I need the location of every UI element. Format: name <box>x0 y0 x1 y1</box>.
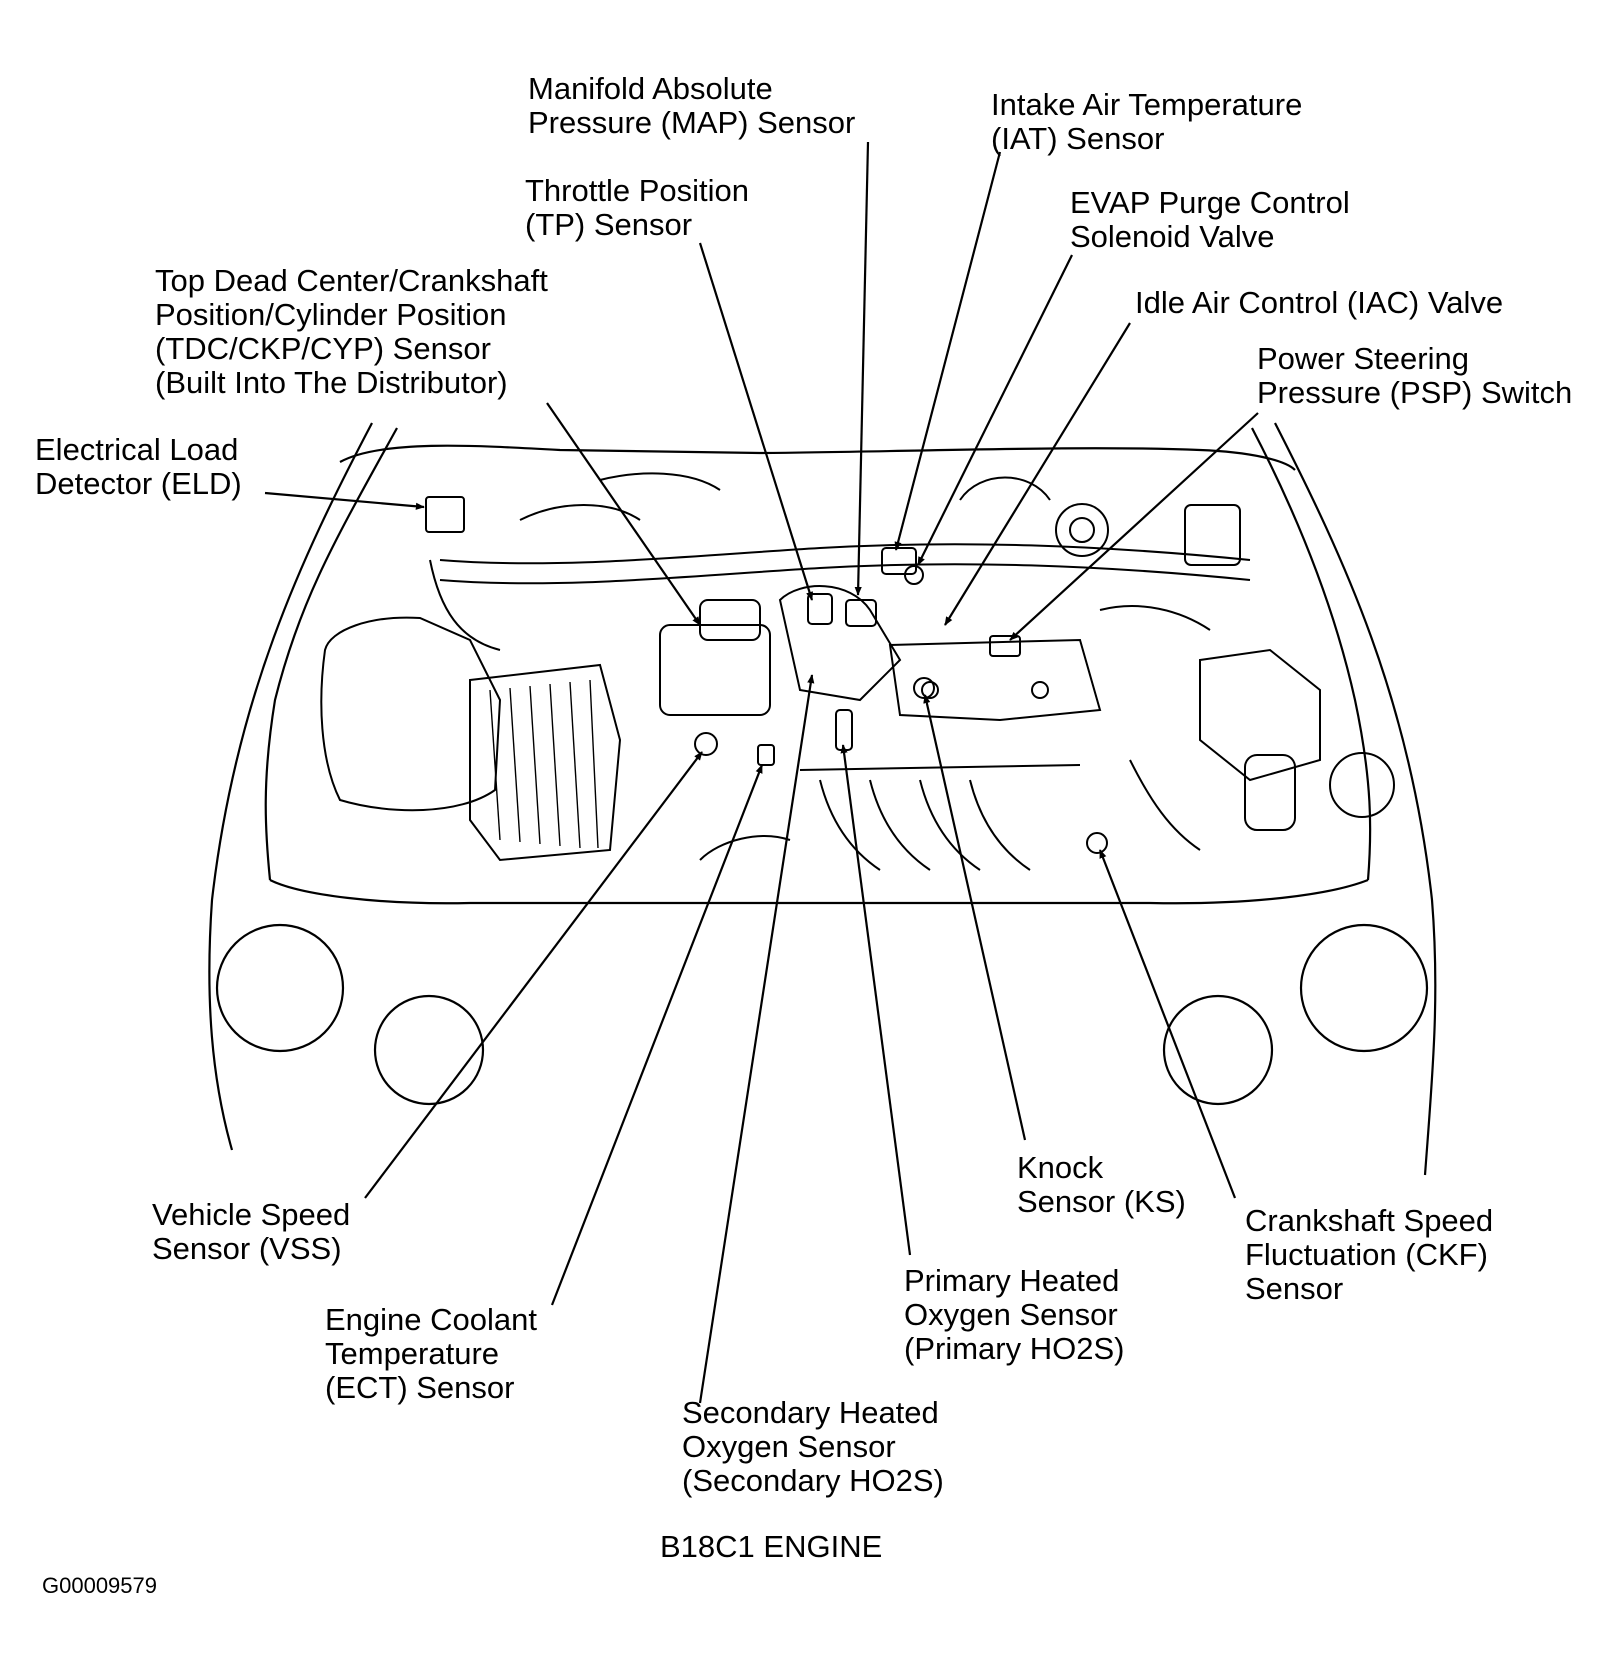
diagram-title: B18C1 ENGINE <box>660 1529 883 1564</box>
leader-ks <box>923 694 1027 1141</box>
label-line: Fluctuation (CKF) <box>1245 1237 1488 1272</box>
leader-ckf <box>1098 849 1237 1199</box>
leader-psp <box>1009 412 1259 641</box>
label-line: Idle Air Control (IAC) Valve <box>1135 285 1504 320</box>
car-body-outline <box>208 422 1437 1176</box>
label-line: Sensor <box>1245 1271 1344 1306</box>
leader-tdc <box>546 402 701 626</box>
label-line: (Primary HO2S) <box>904 1331 1125 1366</box>
label-line: (TP) Sensor <box>525 207 693 242</box>
label-line: Electrical Load <box>35 432 239 467</box>
label-line: Vehicle Speed <box>152 1197 351 1232</box>
label-line: Secondary Heated <box>682 1395 939 1430</box>
label-line: Top Dead Center/Crankshaft <box>155 263 548 298</box>
label-line: Temperature <box>325 1336 500 1371</box>
label-line: Oxygen Sensor <box>904 1297 1118 1332</box>
label-line: Position/Cylinder Position <box>155 297 507 332</box>
leader-iat <box>894 151 1002 551</box>
leader-iac <box>944 322 1131 626</box>
engine-components <box>320 472 1395 871</box>
label-line: Sensor (VSS) <box>152 1231 342 1266</box>
label-line: Power Steering <box>1257 341 1469 376</box>
leader-pho2s <box>840 744 912 1256</box>
label-line: Detector (ELD) <box>35 466 242 501</box>
label-line: Sensor (KS) <box>1017 1184 1186 1219</box>
leader-tp <box>698 242 814 601</box>
label-line: Solenoid Valve <box>1070 219 1275 254</box>
air-cleaner-ribs <box>489 679 599 849</box>
label-line: Crankshaft Speed <box>1245 1203 1494 1238</box>
label-line: (Built Into The Distributor) <box>155 365 508 400</box>
leader-lines <box>264 141 1259 1404</box>
figure-id: G00009579 <box>42 1573 157 1598</box>
leader-evap <box>917 254 1073 566</box>
label-line: (TDC/CKP/CYP) Sensor <box>155 331 491 366</box>
leader-map <box>854 141 870 596</box>
label-line: Throttle Position <box>525 173 749 208</box>
label-iac-valve: Idle Air Control (IAC) Valve <box>1135 286 1503 320</box>
label-line: Pressure (MAP) Sensor <box>528 105 856 140</box>
leader-sho2s <box>698 674 815 1404</box>
label-line: (IAT) Sensor <box>991 121 1165 156</box>
label-line: Pressure (PSP) Switch <box>1257 375 1573 410</box>
label-line: Manifold Absolute <box>528 71 773 106</box>
label-line: EVAP Purge Control <box>1070 185 1350 220</box>
leader-ect <box>550 764 764 1306</box>
label-line: Knock <box>1017 1150 1104 1185</box>
leader-vss <box>364 751 703 1199</box>
label-line: Oxygen Sensor <box>682 1429 896 1464</box>
label-line: Primary Heated <box>904 1263 1120 1298</box>
label-iat-sensor: Intake Air Temperature(IAT) Sensor <box>991 88 1302 156</box>
label-line: (Secondary HO2S) <box>682 1463 944 1498</box>
label-line: (ECT) Sensor <box>325 1370 515 1405</box>
leader-eld <box>264 491 425 510</box>
label-line: Engine Coolant <box>325 1302 537 1337</box>
label-line: Intake Air Temperature <box>991 87 1303 122</box>
label-tp-sensor: Throttle Position(TP) Sensor <box>525 174 749 242</box>
